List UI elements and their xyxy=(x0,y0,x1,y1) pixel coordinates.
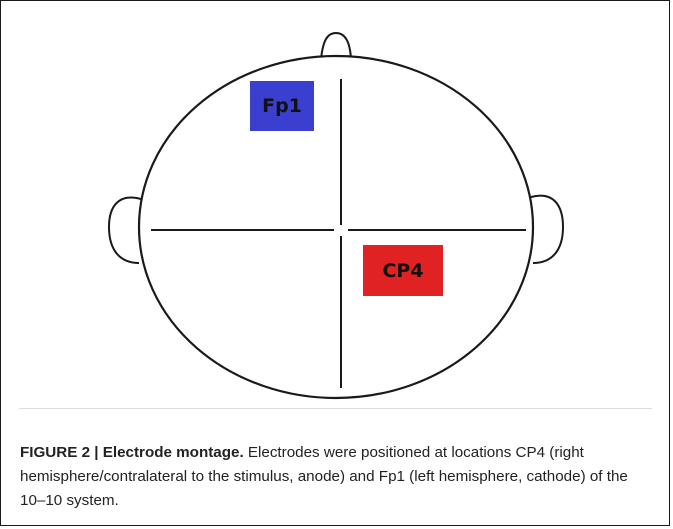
electrode-fp1-label: Fp1 xyxy=(262,95,302,117)
head-left-ear xyxy=(107,196,142,264)
caption-text: Electrodes were positioned at locations … xyxy=(20,444,628,509)
electrode-cp4: CP4 xyxy=(363,245,443,296)
head-diagram xyxy=(107,31,565,400)
caption-label: FIGURE 2 | Electrode montage. xyxy=(20,444,244,461)
figure-caption: FIGURE 2 | Electrode montage. Electrodes… xyxy=(20,441,655,513)
electrode-cp4-label: CP4 xyxy=(382,259,424,282)
electrode-fp1: Fp1 xyxy=(250,81,314,131)
head-right-ear xyxy=(530,194,565,264)
electrode-montage-diagram: Fp1 CP4 xyxy=(1,1,671,406)
head-nose xyxy=(320,31,352,60)
caption-divider xyxy=(19,408,652,409)
head-outline xyxy=(137,54,535,400)
